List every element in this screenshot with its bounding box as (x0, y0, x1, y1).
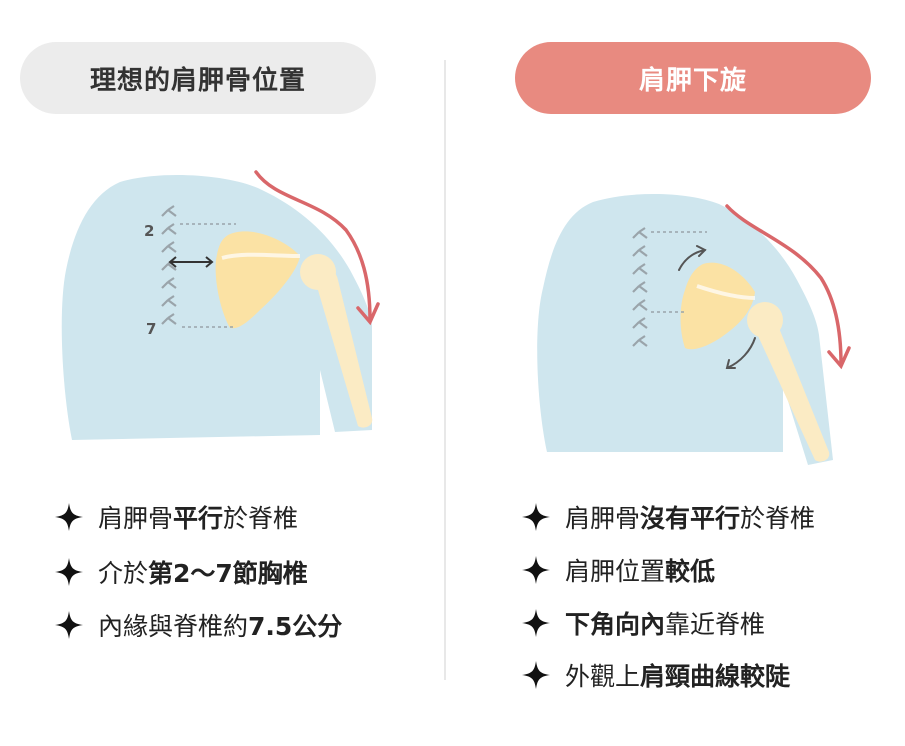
shoulder-curve-arrow (254, 170, 380, 326)
four-point-star-icon (55, 558, 83, 586)
bullet-item: 肩胛位置較低 (521, 550, 715, 590)
four-point-star-icon (55, 503, 83, 531)
bullet-text-bold: 第2～7節胸椎 (148, 559, 308, 588)
vertebra-label-2: 2 (144, 222, 154, 240)
rotation-arrow-top (678, 245, 707, 271)
diagram-downward-rotation (537, 193, 851, 465)
bullet-item: 外觀上肩頸曲線較陡 (521, 655, 790, 695)
title-ideal-scapula: 理想的肩胛骨位置 (20, 42, 376, 114)
spine-vertebrae (632, 227, 648, 347)
bullet-text: 肩胛骨 (98, 504, 174, 533)
bullet-text-bold: 下角向內 (565, 610, 666, 639)
bullet-text: 內緣與脊椎約 (98, 612, 249, 641)
shoulder-curve-arrow (725, 204, 851, 370)
bullet-item: 肩胛骨沒有平行於脊椎 (521, 497, 815, 537)
scapula-bone (680, 262, 755, 350)
four-point-star-icon (522, 661, 550, 689)
torso-shape (61, 175, 373, 440)
humerus-bone (312, 267, 373, 428)
panel-divider (444, 60, 446, 680)
bullet-text: 外觀上 (565, 662, 641, 691)
bullet-text: 肩胛骨 (565, 504, 641, 533)
bullet-text-bold: 沒有平行 (640, 504, 741, 533)
humerus-bone (753, 315, 830, 462)
four-point-star-icon (55, 611, 83, 639)
distance-arrow (168, 256, 214, 268)
rotation-arrow-bottom (725, 337, 756, 369)
scapula-spine (696, 284, 756, 300)
diagram-ideal-scapula: 2 7 (61, 170, 380, 440)
bullet-text: 肩胛位置 (565, 557, 666, 586)
vertebra-label-7: 7 (146, 320, 156, 338)
bullet-text-bold: 7.5公分 (248, 612, 343, 641)
bullet-text: 介於 (98, 559, 149, 588)
humerus-head (747, 302, 783, 338)
bullet-item: 介於第2～7節胸椎 (54, 552, 308, 592)
bullet-text-bold: 肩頸曲線較陡 (640, 662, 791, 691)
bullet-text: 於脊椎 (740, 504, 816, 533)
panel-downward-rotation: 肩胛下旋 肩胛骨沒有平行於脊椎 (453, 0, 905, 746)
humerus-head (300, 254, 336, 290)
scapula-spine (221, 252, 301, 260)
bullet-text: 於脊椎 (223, 504, 299, 533)
spine-vertebrae (161, 205, 177, 325)
four-point-star-icon (522, 503, 550, 531)
bullet-item: 肩胛骨平行於脊椎 (54, 497, 298, 537)
title-downward-rotation: 肩胛下旋 (515, 42, 871, 114)
panel-ideal: 理想的肩胛骨位置 2 7 (0, 0, 452, 746)
four-point-star-icon (522, 556, 550, 584)
bullet-text: 靠近脊椎 (665, 610, 766, 639)
bullet-text-bold: 較低 (665, 557, 716, 586)
four-point-star-icon (522, 609, 550, 637)
bullet-text-bold: 平行 (173, 504, 224, 533)
bullet-item: 下角向內靠近脊椎 (521, 603, 765, 643)
